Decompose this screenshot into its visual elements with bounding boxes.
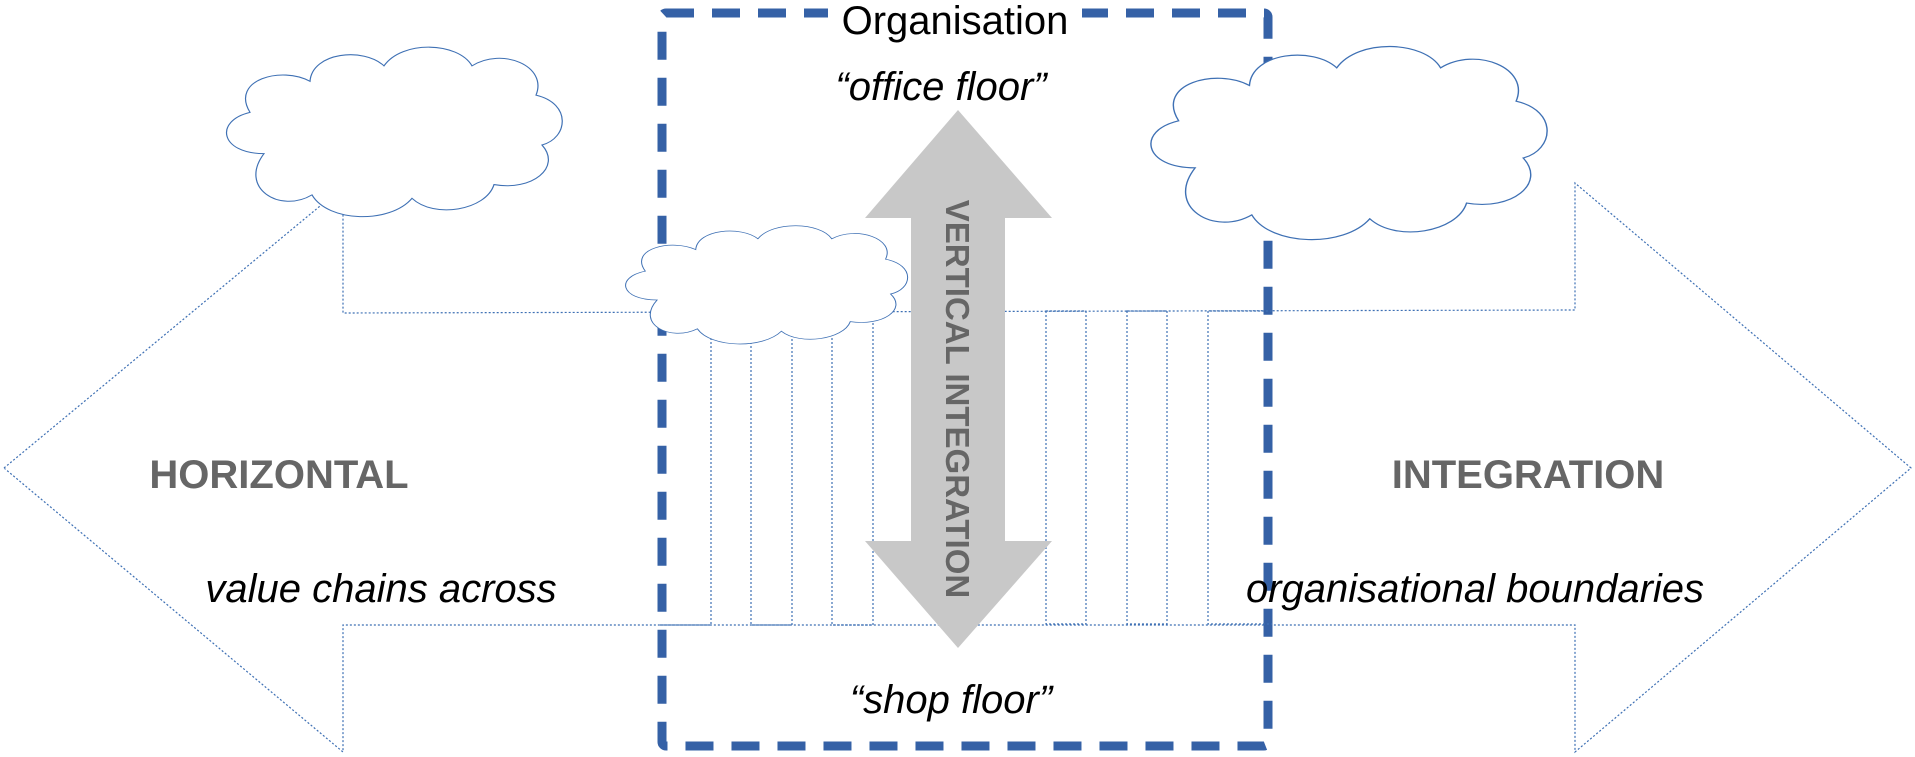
cloud-icon — [1150, 45, 1548, 241]
organisational-boundaries-caption: organisational boundaries — [1246, 567, 1704, 611]
org-unit-outline — [1207, 310, 1272, 625]
integration-label: INTEGRATION — [1392, 453, 1665, 497]
org-unit-column — [1045, 310, 1087, 625]
cloud-icon — [625, 225, 908, 345]
organisation-title-backdrop — [828, 2, 1082, 46]
cloud-icon — [225, 46, 563, 218]
shop-floor-label: “shop floor” — [850, 678, 1054, 722]
org-unit-column — [1126, 310, 1168, 625]
horizontal-label: HORIZONTAL — [149, 453, 408, 497]
vertical-integration-label: VERTICAL INTEGRATION — [939, 200, 976, 598]
office-floor-label: “office floor” — [835, 65, 1048, 109]
value-chains-caption: value chains across — [205, 567, 556, 611]
organisation-title: Organisation — [842, 0, 1069, 43]
vertical-double-arrow — [865, 110, 1052, 648]
